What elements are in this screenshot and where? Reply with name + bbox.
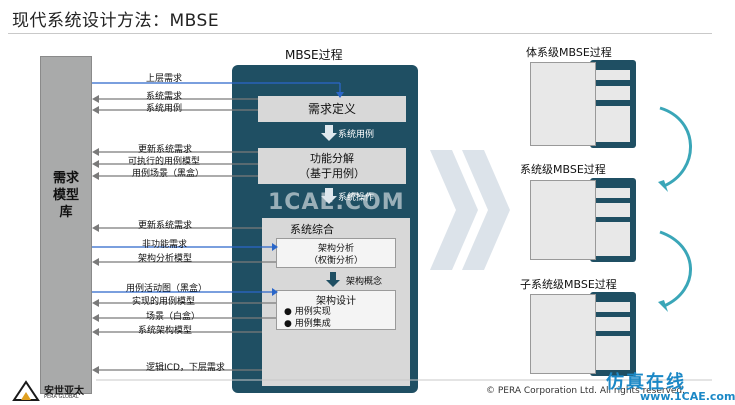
arrow-label: 逻辑ICD，下层需求 bbox=[146, 363, 225, 373]
arrowhead bbox=[92, 106, 99, 114]
mini-step bbox=[596, 336, 630, 370]
architecture-analysis-box bbox=[276, 238, 396, 268]
mini-step bbox=[596, 188, 630, 198]
function-decomposition-line1: 功能分解 bbox=[310, 152, 354, 165]
arrow-label: 用例场景（黑盒） bbox=[132, 169, 205, 179]
use-case-realization-item: ● 用例实现 bbox=[284, 307, 331, 317]
architecture-analysis-label: 架构分析 bbox=[317, 244, 354, 254]
mini-repo-system bbox=[530, 180, 596, 260]
input-arrows bbox=[92, 82, 341, 293]
mini-step bbox=[596, 106, 630, 142]
down-arrow-2 bbox=[321, 188, 337, 204]
chevron-arrow-1 bbox=[430, 150, 478, 270]
output-arrows bbox=[98, 98, 276, 371]
cycle-arrow-2 bbox=[659, 230, 692, 308]
arrow-label: 上层需求 bbox=[146, 74, 183, 84]
arrowhead bbox=[92, 366, 99, 374]
repository-label: 需求模型库 bbox=[52, 171, 79, 220]
level-title-sos: 体系级MBSE过程 bbox=[526, 46, 612, 59]
architecture-design-box bbox=[276, 290, 396, 330]
requirements-model-repository bbox=[40, 56, 92, 394]
mini-step bbox=[596, 203, 630, 217]
cycle-arrowhead-1 bbox=[658, 180, 668, 192]
level-title-system: 系统级MBSE过程 bbox=[520, 163, 606, 176]
mini-step bbox=[596, 302, 630, 312]
arrowhead bbox=[92, 172, 99, 180]
flow-label-system-operations: 系统操作 bbox=[338, 193, 375, 203]
arrowhead bbox=[92, 258, 99, 266]
mini-step bbox=[596, 222, 630, 256]
copyright-text: © PERA Corporation Ltd. All rights reser… bbox=[486, 386, 686, 396]
tradeoff-analysis-label: （权衡分析） bbox=[308, 256, 363, 266]
down-arrow-3 bbox=[326, 272, 340, 287]
company-logo-icon bbox=[12, 380, 40, 401]
arrow-label: 可执行的用例模型 bbox=[128, 157, 201, 167]
arrowhead bbox=[272, 288, 278, 296]
mini-step bbox=[596, 70, 630, 80]
arrow-label: 架构分析模型 bbox=[138, 254, 193, 264]
use-case-integration-item: ● 用例集成 bbox=[284, 319, 331, 329]
step-requirement-definition: 需求定义 bbox=[258, 96, 406, 122]
company-logo-name: 安世亚太 bbox=[44, 386, 84, 397]
diagram-arrows bbox=[92, 82, 712, 381]
company-logo-sub: PERA GLOBAL bbox=[44, 394, 79, 400]
flow-label-system-use-case: 系统用例 bbox=[338, 130, 375, 140]
arrow-label: 系统需求 bbox=[146, 92, 183, 102]
function-decomposition-line2: （基于用例） bbox=[299, 167, 365, 180]
title-divider bbox=[8, 33, 712, 34]
arrow-label: 更新系统需求 bbox=[138, 145, 193, 155]
arrow-label: 系统用例 bbox=[146, 104, 183, 114]
arrowhead bbox=[92, 299, 99, 307]
arrowhead bbox=[92, 224, 99, 232]
cycle-arrowhead-2 bbox=[658, 300, 668, 312]
mini-repo-sos bbox=[530, 62, 596, 146]
flow-label-architecture-concept: 架构概念 bbox=[346, 277, 383, 287]
mini-step bbox=[596, 317, 630, 331]
process-title: MBSE过程 bbox=[285, 48, 343, 62]
arrowhead bbox=[92, 328, 99, 336]
arrow-label: 系统架构模型 bbox=[138, 326, 193, 336]
arrow-label: 更新系统需求 bbox=[138, 221, 193, 231]
level-title-subsystem: 子系统级MBSE过程 bbox=[520, 278, 617, 291]
arrowhead bbox=[92, 95, 99, 103]
brand-watermark: 仿真在线 bbox=[606, 372, 686, 393]
architecture-design-label: 架构设计 bbox=[316, 296, 356, 307]
cycle-arrow-1 bbox=[659, 106, 692, 188]
arrowhead bbox=[92, 314, 99, 322]
chevron-arrow-2 bbox=[462, 150, 510, 270]
arrowhead bbox=[336, 92, 344, 98]
arrowhead bbox=[92, 160, 99, 168]
arrow-label: 用例活动图（黑盒） bbox=[126, 284, 208, 294]
down-arrow-1 bbox=[321, 125, 337, 141]
arrow-label: 场景（白盒） bbox=[146, 312, 201, 322]
arrowhead bbox=[272, 243, 278, 251]
page-title: 现代系统设计方法：MBSE bbox=[12, 11, 220, 31]
brand-url: www.1CAE.com bbox=[640, 390, 735, 403]
arrow-label: 非功能需求 bbox=[142, 240, 188, 250]
arrowhead bbox=[92, 148, 99, 156]
arrow-label: 实现的用例模型 bbox=[132, 297, 196, 307]
system-synthesis-label: 系统综合 bbox=[290, 223, 334, 236]
mini-step bbox=[596, 86, 630, 100]
watermark: 1CAE.COM bbox=[268, 190, 405, 215]
step-function-decomposition: 功能分解 （基于用例） bbox=[258, 148, 406, 184]
mini-repo-subsystem bbox=[530, 294, 596, 374]
